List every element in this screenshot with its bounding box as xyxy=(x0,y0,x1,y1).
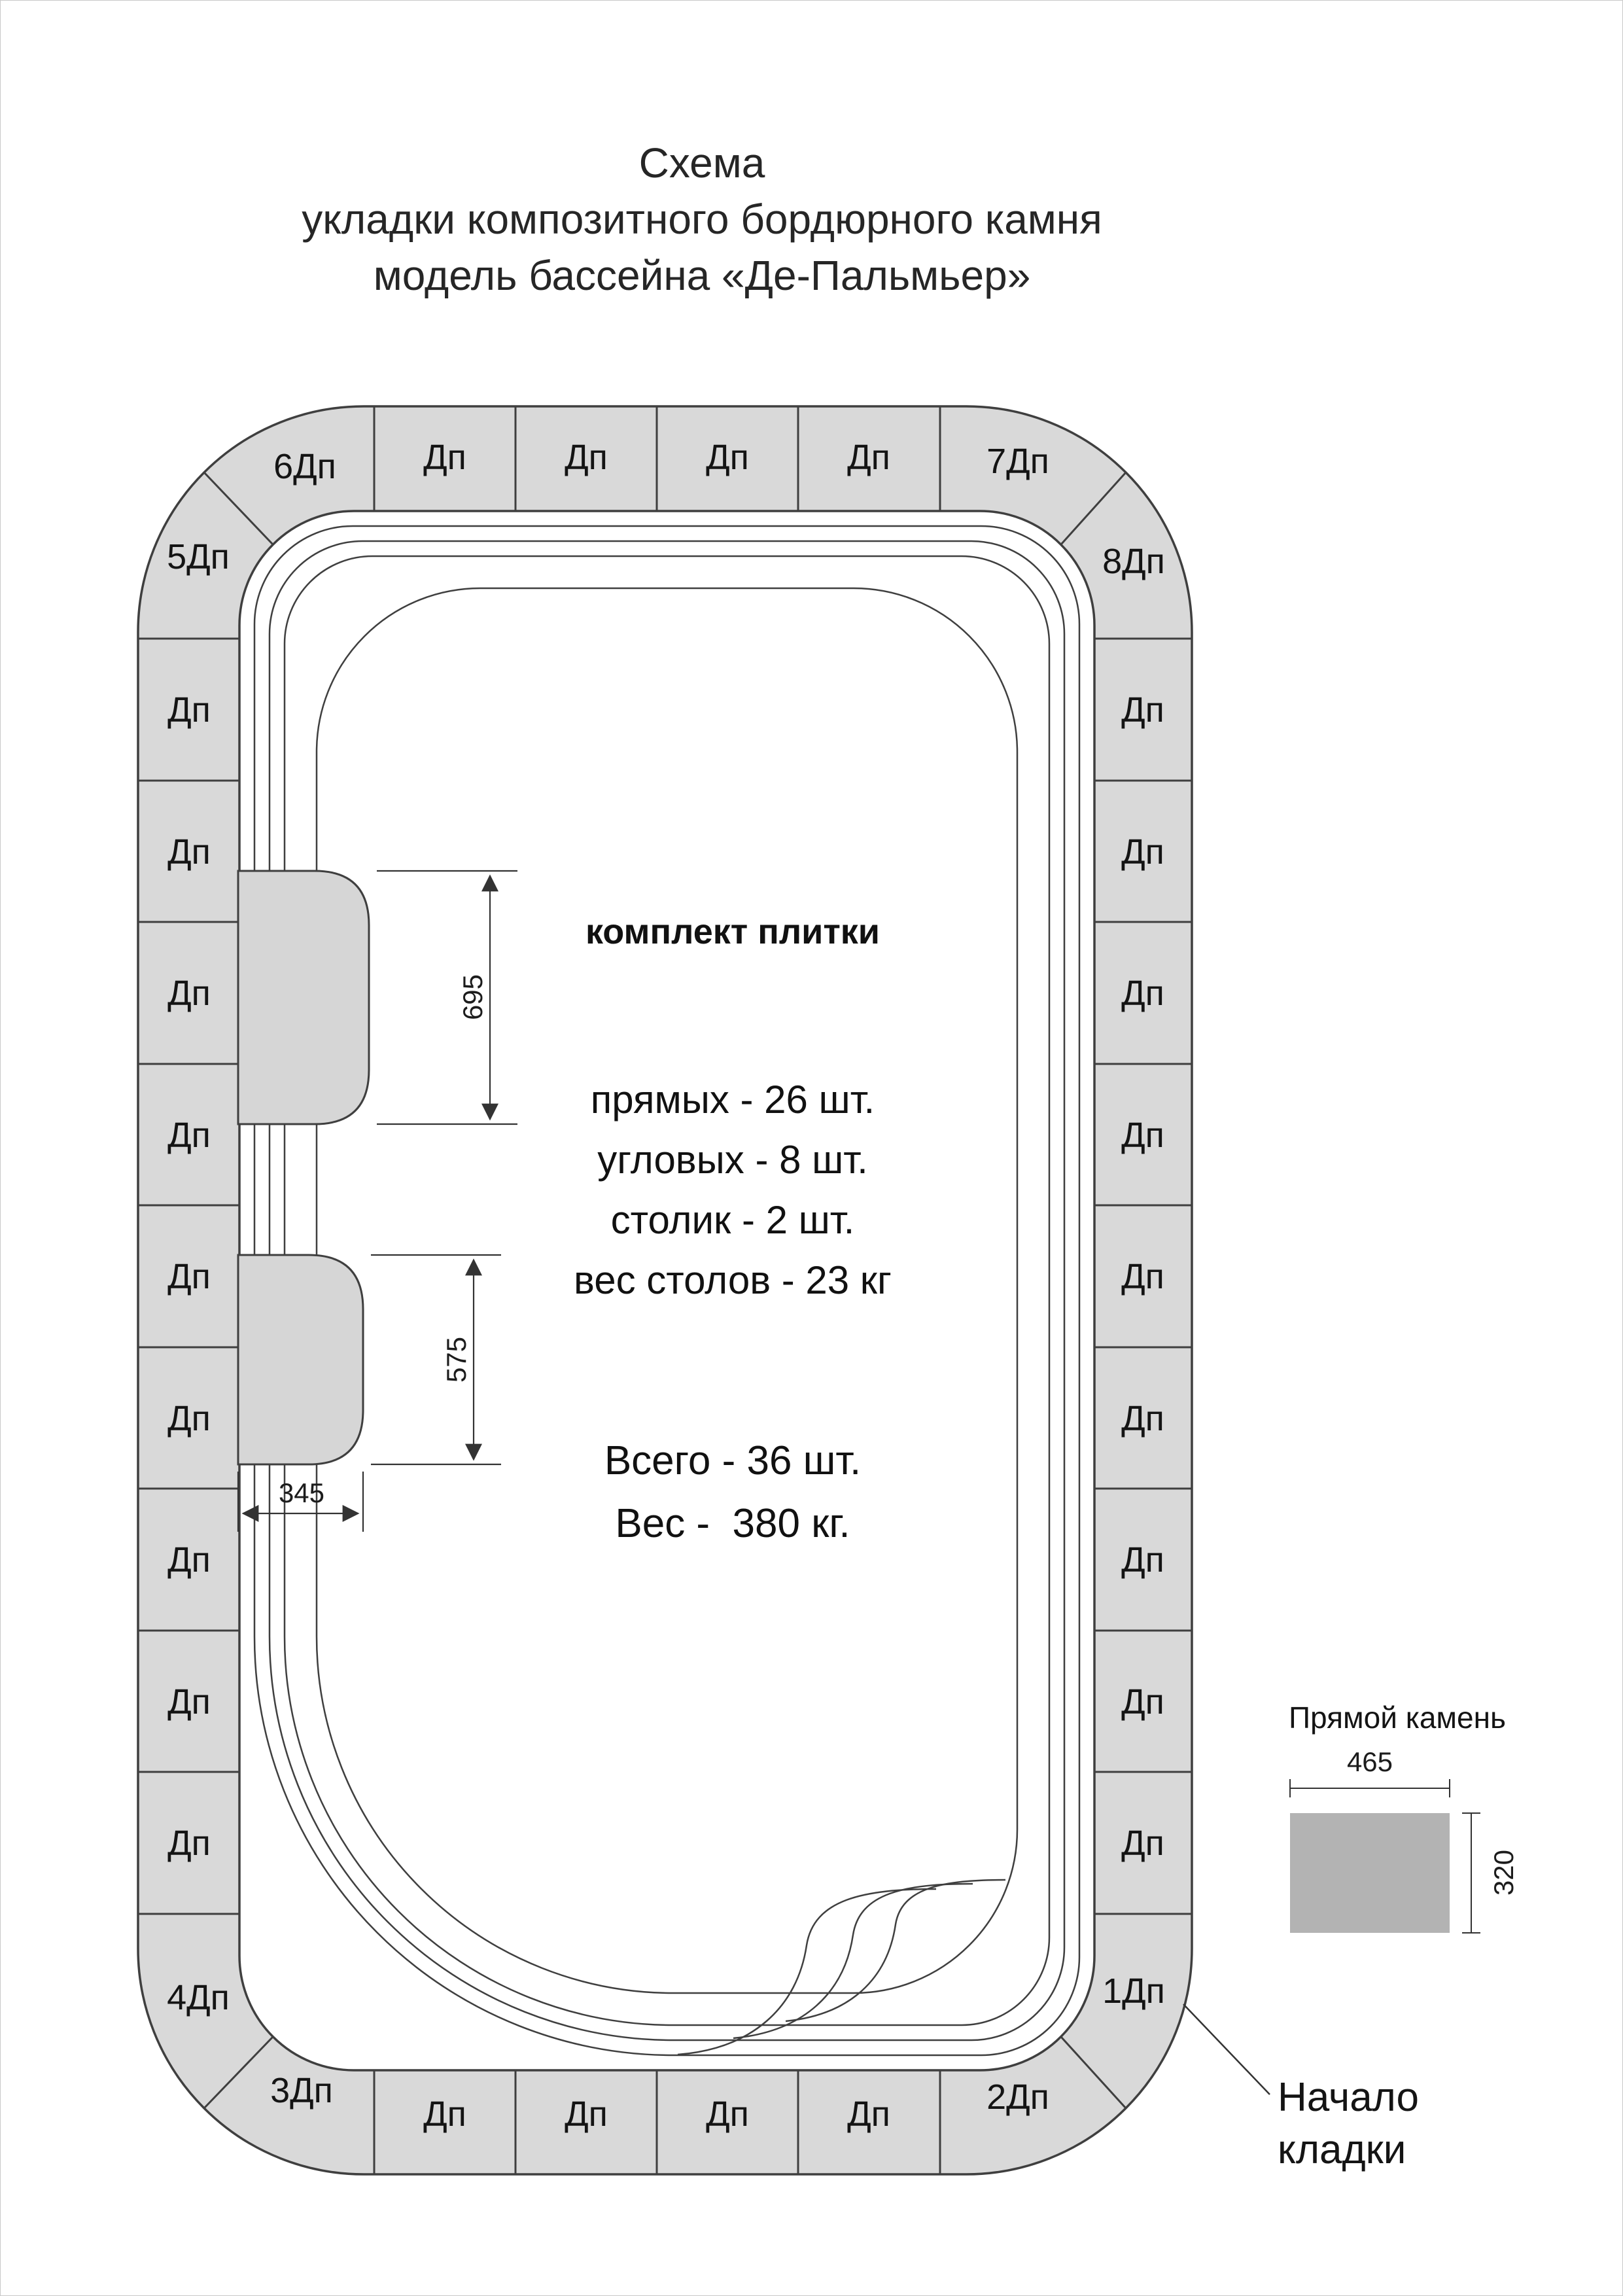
tile-label: Дп xyxy=(167,974,211,1013)
corner-label-4: 4Дп xyxy=(167,1978,230,2017)
tile-label: Дп xyxy=(167,1257,211,1296)
start-note-leader xyxy=(1183,2004,1270,2095)
tile-label: Дп xyxy=(167,1682,211,1722)
tile-label: Дп xyxy=(167,832,211,872)
tile-label: Дп xyxy=(1121,1257,1164,1296)
title-line-1: Схема xyxy=(638,139,765,186)
start-note-line-2: кладки xyxy=(1278,2127,1406,2172)
tile-label: Дп xyxy=(565,2094,608,2134)
corner-label-2: 2Дп xyxy=(986,2077,1049,2117)
corner-label-8: 8Дп xyxy=(1102,542,1165,581)
legend-height-label: 320 xyxy=(1488,1850,1519,1896)
dimension-695-label: 695 xyxy=(457,974,488,1020)
tile-label: Дп xyxy=(167,1824,211,1863)
tile-label: Дп xyxy=(706,2094,749,2134)
corner-label-6: 6Дп xyxy=(273,447,336,486)
dimension-345-label: 345 xyxy=(279,1477,324,1508)
legend-width-dim xyxy=(1289,1779,1450,1797)
corner-label-3: 3Дп xyxy=(270,2071,333,2110)
corner-label-5: 5Дп xyxy=(167,537,230,576)
title-line-2: укладки композитного бордюрного камня xyxy=(302,196,1102,243)
kit-total-weight: Вес - 380 кг. xyxy=(615,1501,850,1546)
kit-corner-count: угловых - 8 шт. xyxy=(597,1138,868,1182)
pool-shell-outlines xyxy=(253,525,1081,2057)
dimension-695 xyxy=(377,870,517,1125)
dimension-575 xyxy=(371,1254,501,1466)
tile-label: Дп xyxy=(1121,1824,1164,1863)
kit-heading: комплект плитки xyxy=(585,912,881,951)
tile-label: Дп xyxy=(1121,1682,1164,1722)
tile-label: Дп xyxy=(847,438,890,477)
legend-title: Прямой камень xyxy=(1289,1701,1506,1735)
tile-label: Дп xyxy=(423,438,466,477)
tile-label: Дп xyxy=(167,1116,211,1155)
tile-label: Дп xyxy=(423,2094,466,2134)
tile-label: Дп xyxy=(565,438,608,477)
tile-label: Дп xyxy=(1121,690,1164,730)
ring-tile-separators xyxy=(138,406,1192,2174)
kit-straight-count: прямых - 26 шт. xyxy=(590,1078,875,1122)
tile-label: Дп xyxy=(1121,1399,1164,1438)
tile-label: Дп xyxy=(847,2094,890,2134)
title-line-3: модель бассейна «Де-Пальмьер» xyxy=(373,252,1031,299)
border-stone-ring xyxy=(137,405,1193,2176)
tile-label: Дп xyxy=(1121,974,1164,1013)
tile-label: Дп xyxy=(1121,832,1164,872)
dimension-345 xyxy=(237,1472,364,1532)
start-note-line-1: Начало xyxy=(1278,2075,1419,2120)
kit-table-count: столик - 2 шт. xyxy=(610,1198,855,1242)
legend-width-label: 465 xyxy=(1347,1746,1393,1777)
drawing-title: Схема укладки композитного бордюрного ка… xyxy=(211,135,1193,304)
seat-bottom xyxy=(237,1254,364,1466)
tile-label: Дп xyxy=(167,1399,211,1438)
dimension-575-label: 575 xyxy=(441,1337,472,1383)
corner-label-1: 1Дп xyxy=(1102,1971,1165,2011)
tile-label: Дп xyxy=(1121,1540,1164,1580)
tile-label: Дп xyxy=(1121,1116,1164,1155)
straight-stone-sample xyxy=(1290,1813,1450,1933)
kit-total-count: Всего - 36 шт. xyxy=(604,1438,862,1483)
tile-label: Дп xyxy=(167,690,211,730)
tile-label: Дп xyxy=(167,1540,211,1580)
legend-height-dim xyxy=(1462,1812,1480,1934)
corner-label-7: 7Дп xyxy=(986,442,1049,481)
kit-table-weight: вес столов - 23 кг xyxy=(574,1258,892,1302)
seat-top xyxy=(237,870,370,1125)
tile-label: Дп xyxy=(706,438,749,477)
pool-steps xyxy=(677,1879,1006,2056)
